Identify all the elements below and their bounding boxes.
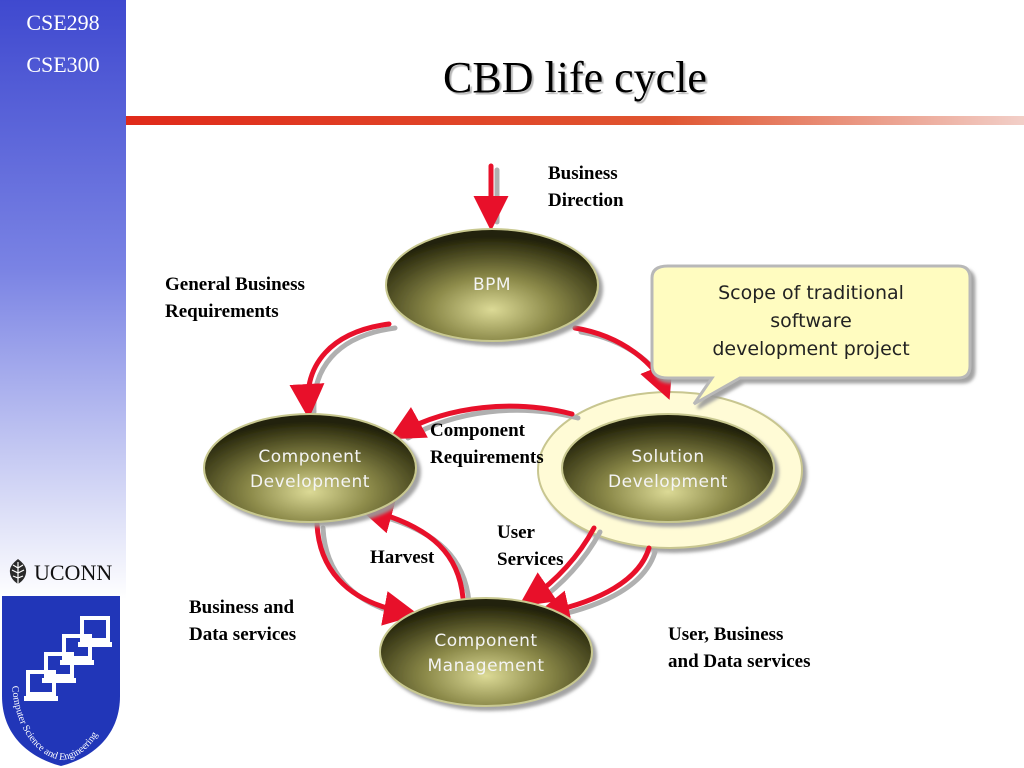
callout-line2: software: [770, 310, 852, 332]
arrow-user-business-data-services: [534, 545, 652, 625]
node-component-development: Component Development: [203, 413, 417, 523]
label-cr-line1: Component: [430, 420, 526, 441]
label-us-line1: User: [497, 522, 535, 543]
label-business-and-data-services: Business and Data services: [189, 594, 296, 648]
label-cr-line2: Requirements: [430, 447, 544, 468]
label-business-direction: Business Direction: [548, 160, 624, 214]
uconn-wordmark: UCONN: [34, 560, 113, 585]
label-component-requirements: Component Requirements: [430, 417, 544, 471]
arrow-bpm-to-solution-development: [572, 325, 673, 400]
arrow-harvest: [357, 499, 466, 601]
node-solution-development-line1: Solution: [631, 447, 704, 467]
node-component-management: Component Management: [379, 597, 593, 707]
node-bpm: BPM: [385, 228, 599, 342]
callout-line1: Scope of traditional: [718, 282, 904, 304]
label-user-services: User Services: [497, 519, 563, 573]
label-ubds-line2: and Data services: [668, 651, 811, 672]
label-user-business-data-services: User, Business and Data services: [668, 621, 810, 675]
node-component-management-line1: Component: [434, 631, 537, 651]
course-code-cse298: CSE298: [26, 10, 100, 35]
node-solution-development-line2: Development: [608, 472, 728, 492]
arrow-component-development-to-management: [314, 521, 419, 626]
label-us-line2: Services: [497, 549, 564, 570]
course-code-cse300: CSE300: [26, 52, 100, 77]
node-component-management-line2: Management: [428, 656, 545, 676]
node-solution-development: Solution Development: [561, 413, 775, 523]
sidebar-band: CSE298 CSE300 UCONN: [0, 0, 126, 768]
title-divider: [126, 116, 1024, 125]
scope-callout: Scope of traditional software developmen…: [650, 264, 972, 406]
arrow-solution-to-component-development: [388, 403, 575, 440]
label-bds-line2: Data services: [189, 624, 297, 645]
uconn-logo-block: UCONN Computer Science and Engineering: [0, 552, 126, 768]
label-business-direction-line1: Business: [548, 163, 618, 184]
callout-line3: development project: [712, 338, 909, 360]
label-business-direction-line2: Direction: [548, 190, 624, 211]
oak-leaf-icon: [9, 559, 27, 585]
label-ubds-line1: User, Business: [668, 624, 784, 645]
slide-title: CBD life cycle: [443, 53, 707, 102]
department-seal: Computer Science and Engineering: [2, 596, 120, 766]
label-gbr-line1: General Business: [165, 274, 305, 295]
label-general-business-requirements: General Business Requirements: [165, 271, 305, 325]
arrow-bpm-to-component-development: [289, 321, 392, 419]
node-component-development-line2: Development: [250, 472, 370, 492]
label-bds-line1: Business and: [189, 597, 295, 618]
label-gbr-line2: Requirements: [165, 301, 279, 322]
node-bpm-label: BPM: [473, 275, 511, 295]
label-harvest: Harvest: [370, 547, 435, 568]
node-component-development-line1: Component: [258, 447, 361, 467]
